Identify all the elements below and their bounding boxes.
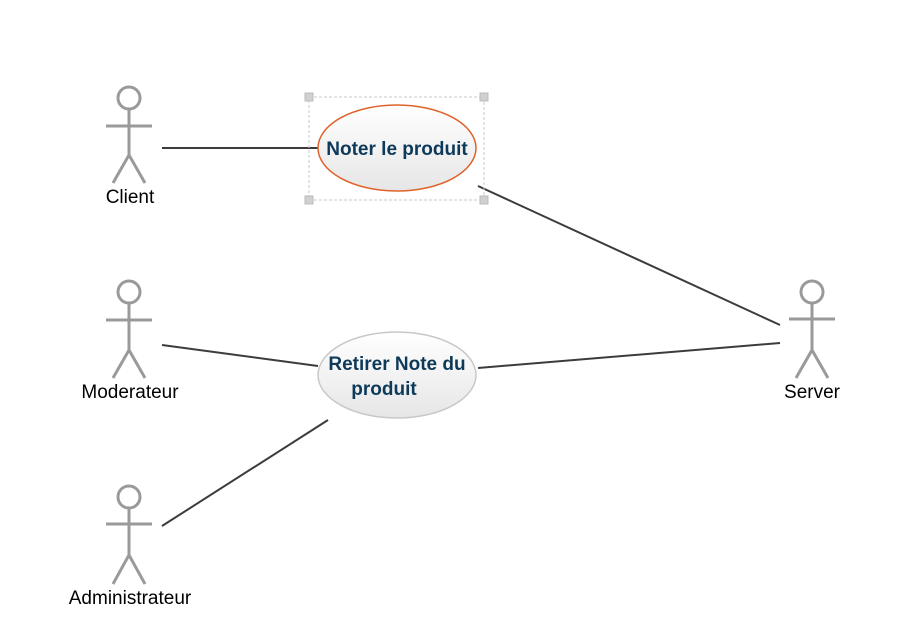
use-case-ellipse[interactable] [317, 331, 477, 419]
use-case-noter-le-produit[interactable]: Noter le produit [304, 92, 489, 205]
stick-figure-icon [106, 279, 152, 379]
actor-label: Server [784, 382, 841, 403]
selection-box [308, 96, 485, 201]
actor-label: Administrateur [69, 588, 192, 609]
use-case-label-line-2: produit [351, 379, 417, 400]
actor-label: Moderateur [81, 382, 179, 403]
stick-figure-icon [106, 484, 152, 585]
selection-handle-bottom-left[interactable] [304, 195, 314, 205]
use-case-retirer-note-du-produit[interactable]: Retirer Note du produit [317, 331, 477, 419]
association-noter-server[interactable] [477, 185, 781, 326]
association-administrateur-retirer[interactable] [161, 419, 329, 527]
association-retirer-server[interactable] [477, 342, 781, 369]
selection-handle-top-right[interactable] [479, 92, 489, 102]
selection-handle-top-left[interactable] [304, 92, 314, 102]
use-case-ellipse[interactable] [317, 104, 477, 192]
actor-client[interactable]: Client [106, 85, 155, 208]
use-case-label: Noter le produit [326, 139, 468, 160]
use-case-label-line-1: Retirer Note du [328, 354, 465, 375]
actor-moderateur[interactable]: Moderateur [81, 279, 179, 403]
selection-handle-bottom-right[interactable] [479, 195, 489, 205]
stick-figure-icon [106, 85, 152, 184]
stick-figure-icon [789, 279, 835, 379]
actor-label: Client [106, 187, 155, 208]
actor-administrateur[interactable]: Administrateur [69, 484, 192, 609]
actor-server[interactable]: Server [784, 279, 841, 403]
association-moderateur-retirer[interactable] [161, 344, 319, 367]
